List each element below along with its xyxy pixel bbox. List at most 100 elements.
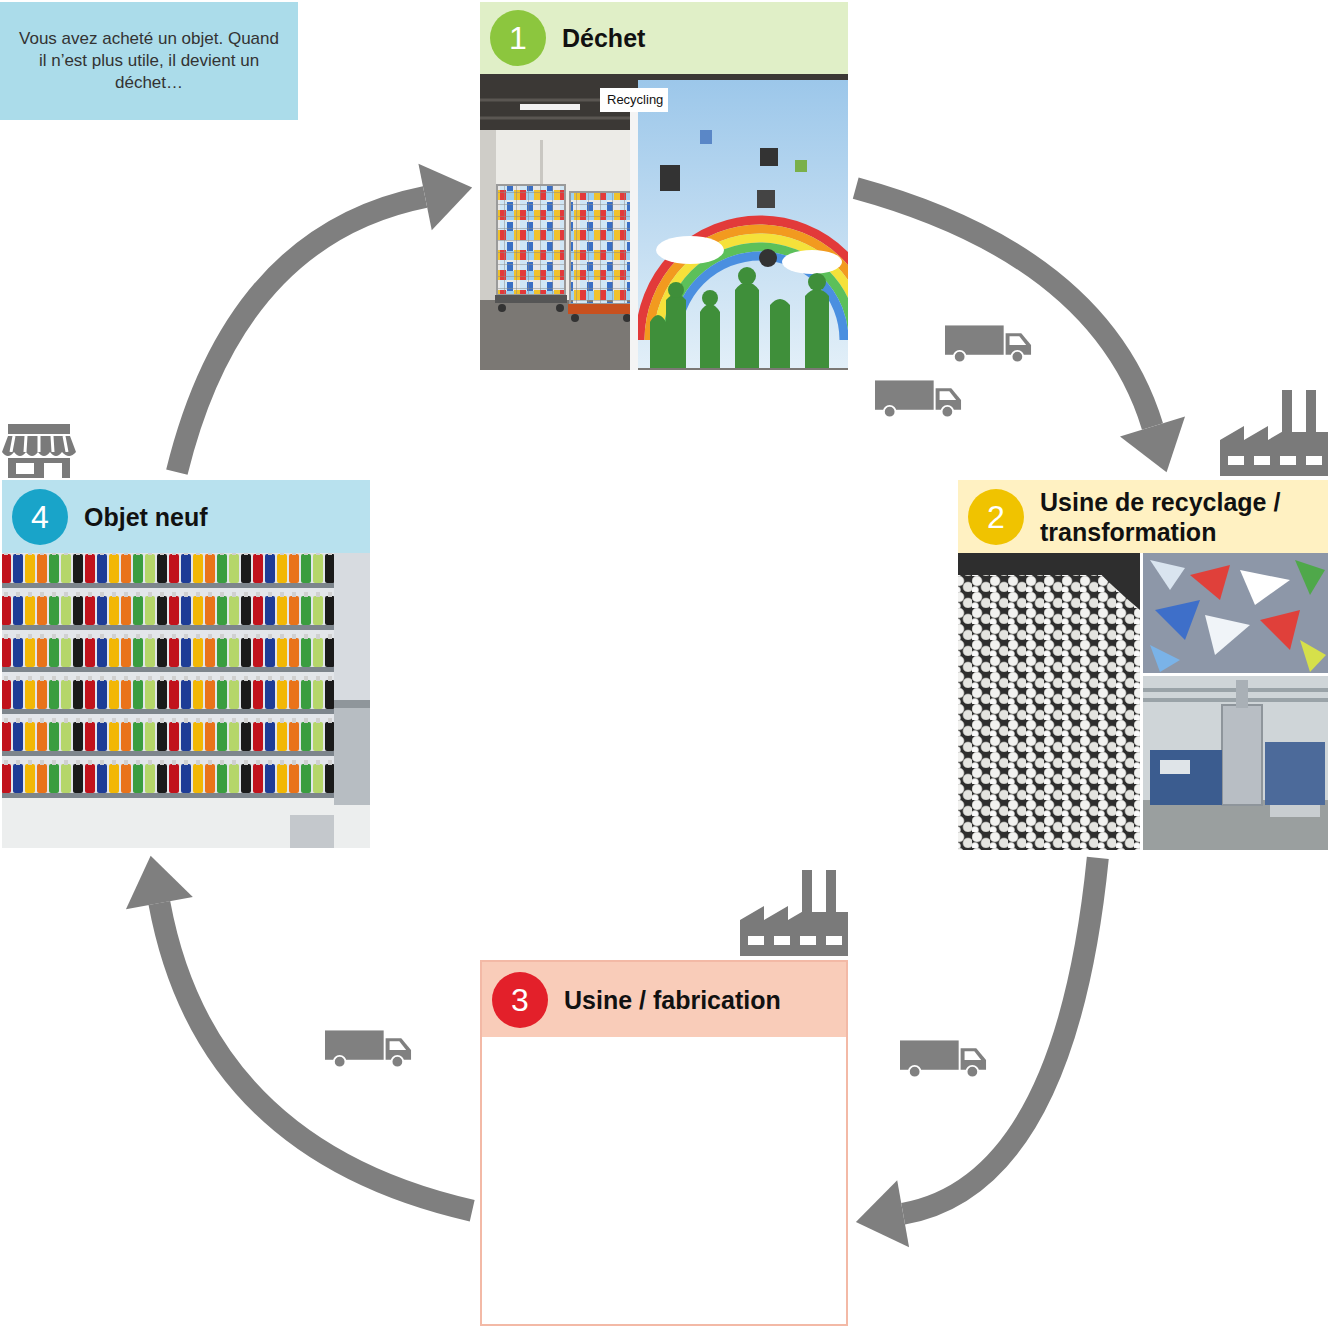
- arrow-head: [126, 856, 193, 909]
- arrow-head: [418, 164, 472, 231]
- fridge-base: [290, 815, 334, 848]
- factory-icon: [740, 870, 848, 956]
- step-title: Déchet: [562, 23, 645, 53]
- silhouettes: [650, 282, 829, 368]
- plastic-flake: [1260, 610, 1300, 650]
- cage-frame: [497, 185, 565, 295]
- awning-edge: [2, 452, 76, 456]
- deposit-slot: [760, 148, 778, 166]
- step-box: 3 Usine / fabrication: [480, 960, 848, 1326]
- callout-number: 4: [12, 489, 68, 545]
- step-box: 4 Objet neuf: [2, 480, 370, 848]
- machine-panel: [1160, 760, 1190, 774]
- divider: [1143, 673, 1328, 676]
- fridge-top: [334, 700, 370, 708]
- shop-window: [16, 463, 34, 474]
- mural-painting: [640, 130, 848, 368]
- note-text: Vous avez acheté un objet. Quand il n’es…: [14, 28, 284, 94]
- truck-icon: [875, 380, 961, 417]
- plastic-flake: [1300, 640, 1326, 672]
- machine-base: [1270, 805, 1320, 817]
- arrow-body: [856, 188, 1153, 426]
- deposit-slot: [660, 165, 680, 191]
- wall: [480, 130, 640, 305]
- plastic-flake: [1190, 565, 1230, 600]
- cloud: [656, 236, 724, 264]
- partition-panel: [630, 96, 638, 370]
- plastic-flake: [1155, 600, 1200, 640]
- photo-ground: [2, 553, 370, 848]
- divider: [1140, 553, 1143, 850]
- cycle-arrow: [856, 188, 1185, 472]
- arrow-head: [1120, 416, 1185, 472]
- wheel: [498, 304, 506, 312]
- wheel: [556, 304, 564, 312]
- cycle-arrow: [856, 858, 1098, 1247]
- factory-icon: [1220, 390, 1328, 476]
- step-title: Usine / fabrication: [564, 985, 781, 1015]
- arrow-head: [856, 1180, 909, 1247]
- shop-roof: [8, 424, 70, 434]
- floor: [2, 798, 370, 848]
- plastic-flake: [1240, 570, 1290, 605]
- plastic-flake: [1295, 560, 1325, 595]
- header-band: 1Déchet: [480, 2, 848, 74]
- awning-stripes: [11, 436, 67, 452]
- fridge: [334, 700, 370, 805]
- shop-front: [8, 458, 70, 478]
- deposit-slot: [759, 249, 777, 267]
- step-box: 2 Usine de recyclage / transformation: [958, 480, 1328, 850]
- step-box: 1Déchet: [480, 2, 848, 370]
- pillar: [480, 130, 496, 305]
- photo-recycling-point: [480, 74, 880, 370]
- plastic-flake: [1205, 615, 1250, 655]
- icon: [795, 160, 807, 172]
- header-band: 3 Usine / fabrication: [482, 962, 846, 1037]
- photo-ground: [958, 553, 1140, 850]
- cloud: [782, 250, 842, 274]
- cycle-arrow: [177, 164, 472, 473]
- photo-recycling-plant: [958, 553, 1328, 850]
- note-box: Vous avez acheté un objet. Quand il n’es…: [0, 2, 298, 120]
- shop-icon: [2, 424, 76, 478]
- floor: [1143, 800, 1328, 850]
- shop-door: [44, 463, 62, 478]
- cage-base: [568, 304, 634, 314]
- step-title: Usine de recyclage / transformation: [1040, 487, 1318, 547]
- arrow-body: [159, 903, 472, 1211]
- photo-ground: [1143, 676, 1328, 850]
- silhouette-head: [808, 273, 826, 291]
- step-title: Objet neuf: [84, 502, 208, 532]
- recycling-cage: [570, 192, 632, 304]
- cage-frame: [570, 192, 632, 304]
- awning: [2, 436, 76, 452]
- plastic-flake: [1150, 560, 1185, 590]
- icon: [700, 130, 712, 144]
- wheel: [571, 314, 579, 322]
- machine: [1150, 750, 1222, 805]
- plastic-pellets: [958, 575, 1140, 850]
- photo-ground: [1143, 553, 1328, 673]
- tank-pipe: [1236, 680, 1248, 708]
- header-band: 2 Usine de recyclage / transformation: [958, 480, 1328, 553]
- truck-icon: [900, 1040, 986, 1077]
- arrow-body: [177, 197, 425, 472]
- deposit-slot: [757, 190, 775, 208]
- truck-icon: [325, 1030, 411, 1067]
- machine: [1265, 742, 1325, 805]
- truck-icon: [945, 325, 1031, 362]
- plastic-flake: [1150, 645, 1180, 672]
- silhouette-head: [668, 282, 684, 298]
- pipes: [1143, 690, 1328, 700]
- cage-base: [495, 295, 567, 303]
- silhouette-head: [738, 267, 756, 285]
- photo-sign-text: Recycling: [604, 91, 666, 108]
- cycle-arrow: [126, 856, 472, 1211]
- wheel: [623, 314, 631, 322]
- photo-supermarket: [2, 553, 370, 848]
- callout-number: 3: [492, 972, 548, 1028]
- callout-number: 2: [968, 489, 1024, 545]
- sign-board: [600, 88, 668, 112]
- shelves: [2, 553, 334, 798]
